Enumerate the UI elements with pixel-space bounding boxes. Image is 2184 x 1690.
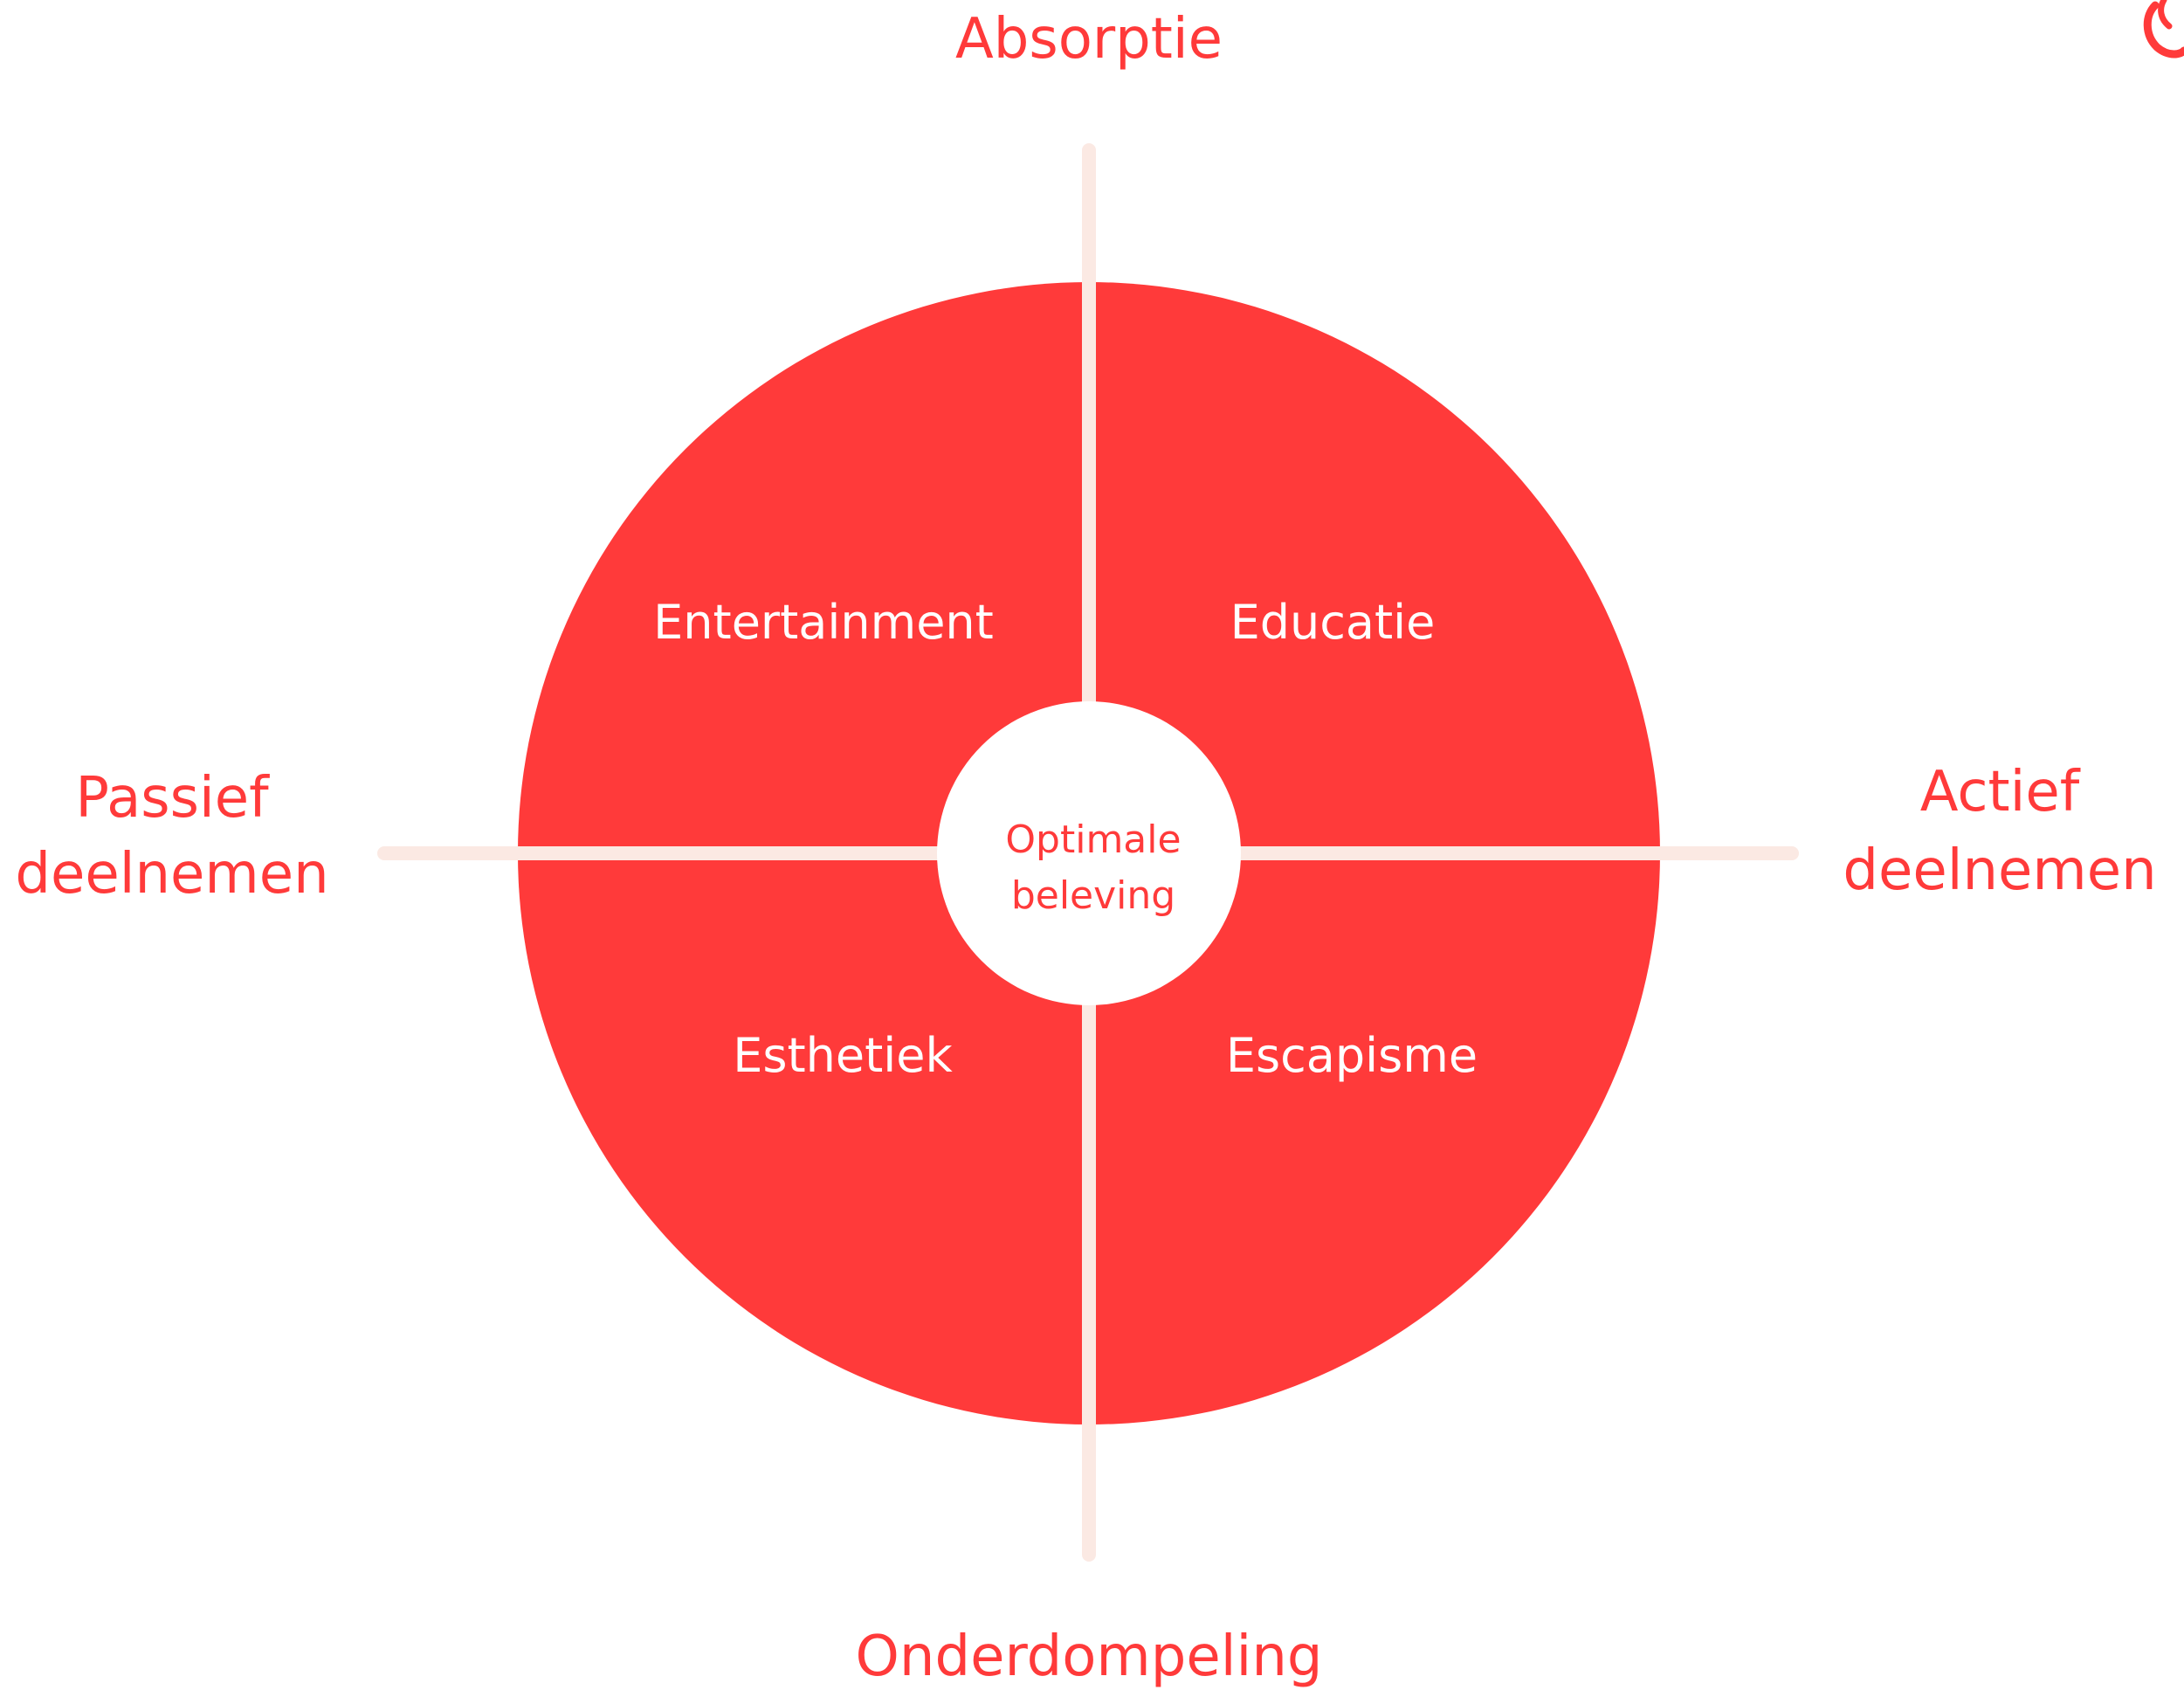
axis-label-left-line2: deelnemen (15, 842, 328, 907)
quadrant-label-escapisme: Escapisme (1226, 1028, 1478, 1083)
axis-label-top: Absorptie (955, 7, 1223, 72)
logo-icon (2143, 0, 2184, 59)
quadrant-label-entertainment: Entertainment (653, 595, 994, 650)
quadrant-label-educatie: Educatie (1230, 595, 1436, 650)
axis-label-bottom: Onderdompeling (856, 1624, 1323, 1689)
axis-label-right-line1: Actief (1920, 760, 2081, 824)
quadrant-label-esthetiek: Esthetiek (733, 1028, 953, 1083)
axis-label-right-line2: deelnemen (1843, 838, 2156, 903)
center-circle (937, 701, 1241, 1005)
center-label-line1: Optimale (1005, 817, 1181, 862)
center-label-line2: beleving (1011, 873, 1175, 918)
axis-label-left-line1: Passief (75, 766, 270, 831)
